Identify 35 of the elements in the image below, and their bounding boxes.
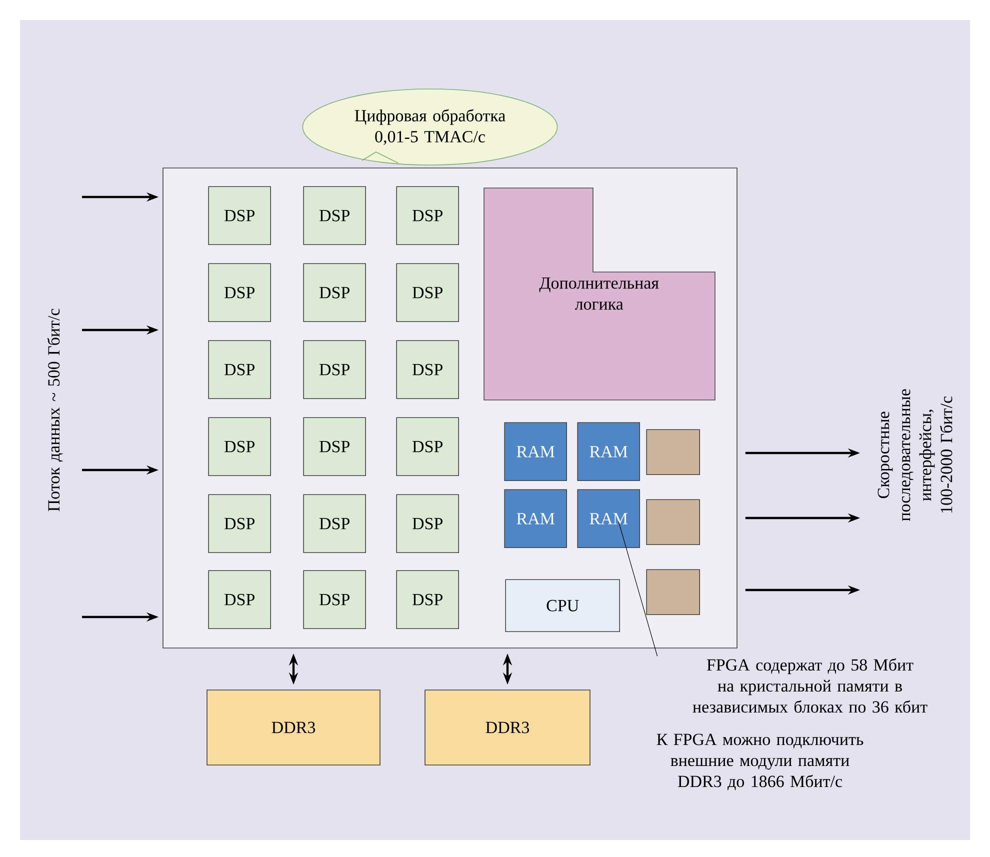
dsp-block: DSP [208,186,271,245]
dsp-block: DSP [208,494,271,553]
dsp-block: DSP [208,570,271,629]
speech-bubble: Цифровая обработка 0,01-5 TMAC/с [302,88,558,166]
io-block [646,499,700,545]
leader-line [618,521,658,656]
dsp-block: DSP [303,263,366,322]
dsp-block: DSP [208,263,271,322]
dsp-block: DSP [303,186,366,245]
dsp-block: DSP [396,494,459,553]
ram-block: RAM [577,422,640,481]
annotation-text: FPGA содержат до 58 Мбит на кристальной памяти в независимых блоках по 36 кбит [692,658,928,713]
dsp-block: DSP [396,263,459,322]
dsp-block: DSP [303,570,366,629]
dsp-block: DSP [303,494,366,553]
io-block [646,429,700,475]
ram-block: RAM [577,489,640,548]
dsp-block: DSP [396,570,459,629]
logic-block: Дополнительная логика [484,188,716,400]
dsp-block: DSP [208,340,271,399]
rotated-label: Поток данных ~ 500 Гбит/с [47,308,63,512]
note-text: К FPGA можно подключить внешние модули памяти DDR3 до 1866 Мбит/с [656,734,864,790]
ram-block: RAM [504,422,567,481]
dsp-block: DSP [396,186,459,245]
dsp-block: DSP [303,417,366,476]
dsp-block: DSP [396,340,459,399]
dsp-block: DSP [303,340,366,399]
ram-block: RAM [504,489,567,548]
memory-module: DDR3 [424,690,590,766]
memory-module: DDR3 [206,690,380,766]
dsp-block: DSP [396,417,459,476]
rotated-label: Скоростные последовательные интерфейсы, 100-2000 Гбит/с [878,389,952,522]
dsp-block: DSP [208,417,271,476]
cpu-block: CPU [505,579,620,632]
io-block [646,569,700,615]
